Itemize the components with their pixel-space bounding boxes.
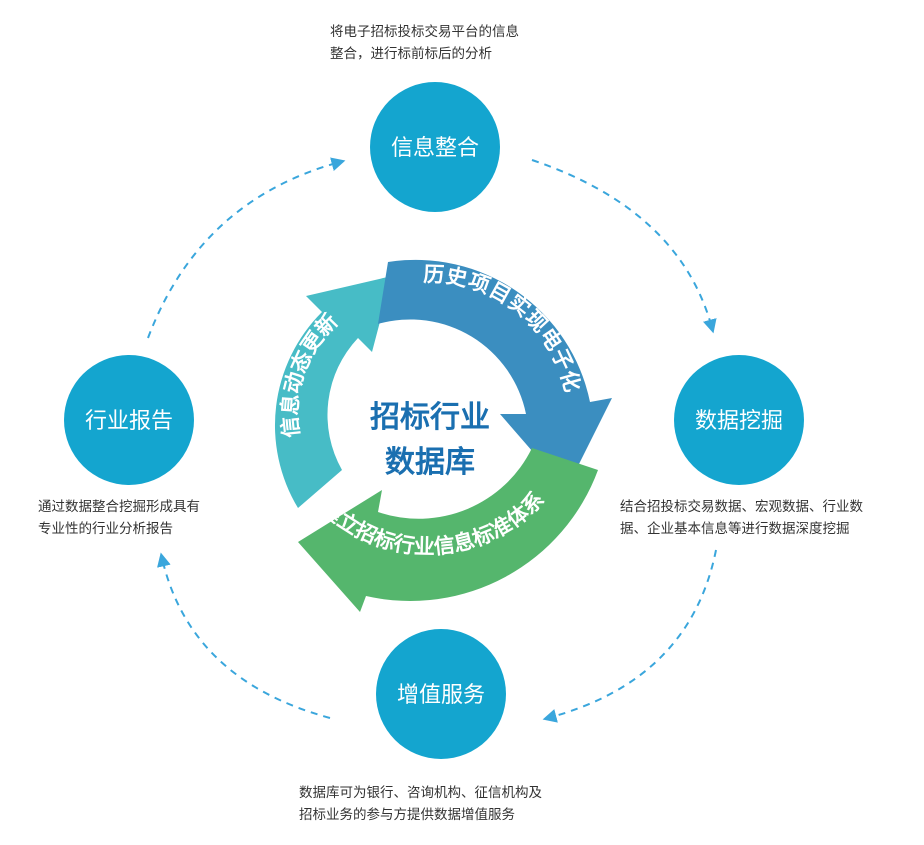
node-bottom-description: 数据库可为银行、咨询机构、征信机构及 招标业务的参与方提供数据增值服务 xyxy=(299,782,542,826)
node-bottom-desc-line2: 招标业务的参与方提供数据增值服务 xyxy=(299,807,515,823)
node-left-desc-line1: 通过数据整合挖掘形成具有 xyxy=(38,499,200,515)
center-title-line2: 数据库 xyxy=(385,445,475,480)
node-left-label: 行业报告 xyxy=(85,409,173,434)
node-left: 行业报告 xyxy=(64,355,194,485)
cycle-arrow-bottom xyxy=(298,448,598,612)
dashed-arrow-left-to-top xyxy=(147,157,346,339)
inner-cycle xyxy=(274,259,612,612)
node-top-description: 将电子招标投标交易平台的信息 整合，进行标前标后的分析 xyxy=(330,21,519,65)
node-top-desc-line2: 整合，进行标前标后的分析 xyxy=(330,46,492,62)
outer-cycle-connectors xyxy=(147,157,717,723)
node-right-desc-line1: 结合招投标交易数据、宏观数据、行业数 xyxy=(620,499,863,515)
node-top-label: 信息整合 xyxy=(391,136,479,161)
node-right-description: 结合招投标交易数据、宏观数据、行业数 据、企业基本信息等进行数据深度挖掘 xyxy=(620,496,863,540)
node-top-desc-line1: 将电子招标投标交易平台的信息 xyxy=(330,24,519,40)
dashed-arrow-right-to-bottom xyxy=(542,549,717,723)
node-top: 信息整合 xyxy=(370,82,500,212)
node-left-desc-line2: 专业性的行业分析报告 xyxy=(38,521,173,537)
node-right-desc-line2: 据、企业基本信息等进行数据深度挖掘 xyxy=(620,521,850,537)
center-title-line1: 招标行业 xyxy=(370,400,490,435)
node-bottom: 增值服务 xyxy=(376,629,506,759)
node-right: 数据挖掘 xyxy=(674,355,804,485)
node-bottom-desc-line1: 数据库可为银行、咨询机构、征信机构及 xyxy=(299,785,542,801)
dashed-arrow-top-to-right xyxy=(531,159,717,334)
node-left-description: 通过数据整合挖掘形成具有 专业性的行业分析报告 xyxy=(38,496,200,540)
node-right-label: 数据挖掘 xyxy=(695,409,783,434)
cycle-arrow-top-right xyxy=(378,259,612,490)
dashed-arrow-bottom-to-left xyxy=(157,552,331,719)
node-bottom-label: 增值服务 xyxy=(397,683,485,708)
cycle-arrow-left xyxy=(274,276,392,508)
